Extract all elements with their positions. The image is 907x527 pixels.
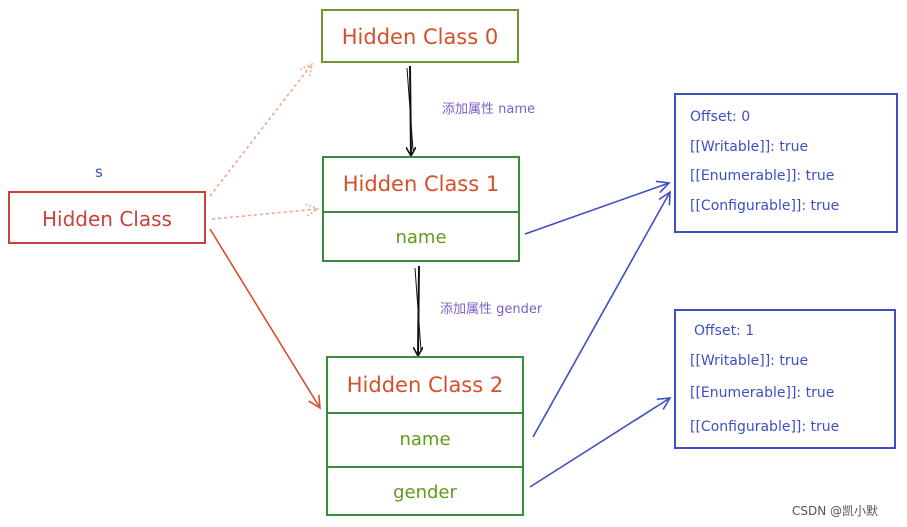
hidden-class-0-box: Hidden Class 0 (321, 9, 519, 63)
descriptor-configurable: [[Configurable]]: true (690, 198, 840, 214)
property-descriptor-box: Offset: 1 [[Writable]]: true [[Enumerabl… (674, 309, 896, 449)
hidden-class-2-title: Hidden Class 2 (328, 358, 522, 414)
descriptor-writable: [[Writable]]: true (690, 353, 809, 369)
s-to-hc1-dotted-arrow (211, 209, 318, 220)
descriptor-enumerable: [[Enumerable]]: true (690, 385, 835, 401)
s-hidden-class-box: Hidden Class (8, 191, 206, 244)
descriptor-offset: Offset: 0 (690, 109, 751, 125)
hidden-class-2-field: name (328, 414, 522, 468)
variable-s-label: s (95, 163, 103, 181)
property-descriptor-box: Offset: 0 [[Writable]]: true [[Enumerabl… (674, 93, 898, 233)
hidden-class-1-box: Hidden Class 1 name (322, 156, 520, 262)
s-to-hc0-dotted-arrow (209, 64, 312, 197)
hc2-name-to-desc0-arrow (532, 192, 670, 438)
transition-label-name: 添加属性 name (442, 102, 535, 117)
hidden-class-1-field: name (395, 227, 447, 248)
hidden-class-2-box: Hidden Class 2 name gender (326, 356, 524, 516)
watermark: CSDN @凯小默 (792, 504, 879, 518)
hc1-name-to-desc0-arrow (524, 183, 669, 235)
hidden-class-1-title: Hidden Class 1 (324, 158, 518, 213)
descriptor-writable: [[Writable]]: true (690, 139, 809, 155)
hidden-class-2-field: gender (393, 482, 457, 503)
transition-label-gender: 添加属性 gender (440, 302, 543, 317)
hc2-gender-to-desc1-arrow (529, 398, 670, 488)
descriptor-offset: Offset: 1 (694, 323, 755, 339)
descriptor-configurable: [[Configurable]]: true (690, 419, 840, 435)
hidden-class-0-title: Hidden Class 0 (341, 25, 499, 49)
descriptor-enumerable: [[Enumerable]]: true (690, 168, 835, 184)
s-hidden-class-title: Hidden Class (42, 207, 172, 231)
s-to-hc2-arrow (209, 228, 320, 408)
